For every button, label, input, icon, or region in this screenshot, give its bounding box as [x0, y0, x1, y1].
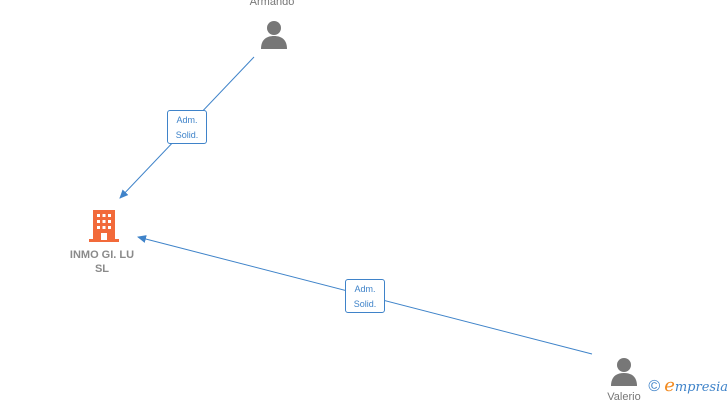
copyright-icon: ©	[648, 378, 661, 395]
edge-label-armando: Adm. Solid.	[167, 110, 207, 144]
building-icon[interactable]	[89, 210, 119, 242]
edge-label-role: Adm.	[176, 115, 198, 125]
edge-label-role: Adm.	[354, 284, 376, 294]
brand-text: mpresia	[674, 380, 728, 395]
edge-label-valerio: Adm. Solid.	[345, 279, 385, 313]
brand-initial: e	[664, 375, 675, 396]
company-name-line-1: INMO GI. LU	[69, 249, 135, 261]
edge-label-role-detail: Solid.	[175, 130, 199, 140]
company-name-line-2: SL	[94, 263, 110, 275]
edge-label-role-detail: Solid.	[353, 299, 377, 309]
person-icon[interactable]	[261, 21, 287, 49]
person-name-armando[interactable]: Armando	[249, 0, 295, 8]
person-icon[interactable]	[611, 358, 637, 386]
company-name[interactable]: INMO GI. LU SL	[52, 248, 152, 276]
